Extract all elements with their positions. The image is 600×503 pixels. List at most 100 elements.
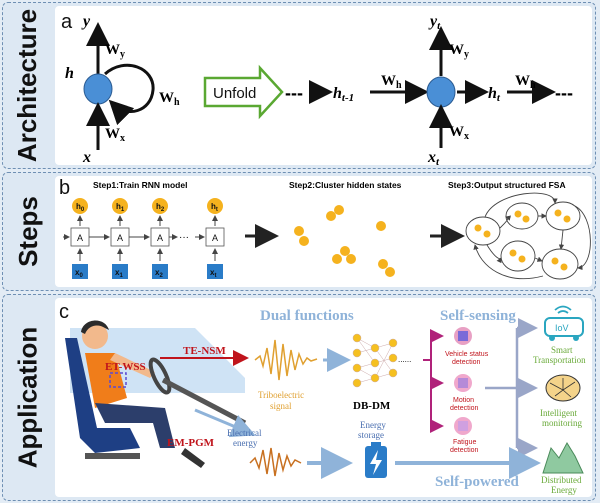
fsa-dot bbox=[514, 210, 522, 218]
network-node bbox=[370, 358, 380, 368]
cluster-dot bbox=[376, 221, 386, 231]
hidden-state-node bbox=[207, 198, 223, 214]
intelligent-label-2: monitoring bbox=[542, 418, 582, 428]
application-links bbox=[485, 318, 538, 458]
car-seat bbox=[65, 338, 140, 453]
fsa-dots bbox=[474, 209, 571, 271]
panel-c-letter: c bbox=[59, 301, 69, 323]
recurrent-loop bbox=[103, 63, 155, 126]
cluster-dot bbox=[299, 236, 309, 246]
hidden-state-label: h1 bbox=[116, 202, 125, 213]
unfold-label: Unfold bbox=[213, 85, 256, 102]
seat-rail bbox=[85, 453, 140, 459]
right-wx-label: Wx bbox=[449, 124, 469, 142]
steps-content: b Step1:Train RNN model Step2:Cluster hi… bbox=[55, 176, 592, 287]
db-dm-network bbox=[352, 333, 398, 388]
driver-legs bbox=[95, 403, 175, 448]
iov-wheel bbox=[549, 335, 555, 341]
em-pgm-label: EM-PGM bbox=[167, 437, 215, 449]
step3-label: Step3:Output structured FSA bbox=[448, 180, 566, 190]
iov-car-icon bbox=[544, 317, 584, 337]
electrical-label-1: Electrical bbox=[227, 428, 262, 438]
network-node bbox=[370, 373, 380, 383]
h-label: h bbox=[65, 65, 74, 82]
smart-transport-label-2: Transportation bbox=[533, 355, 586, 365]
architecture-content: a y Wy h Wh Wx x Unfold --- ht-1 Wh yt W… bbox=[55, 6, 592, 165]
step2-label: Step2:Cluster hidden states bbox=[289, 180, 402, 190]
x-label: x bbox=[82, 149, 91, 165]
fsa-dot bbox=[560, 263, 568, 271]
fsa-dot bbox=[483, 230, 491, 238]
fatigue-label-1: Fatigue bbox=[453, 439, 476, 446]
input-label: x1 bbox=[115, 268, 123, 279]
et-wss-label: ET-WSS bbox=[105, 361, 146, 373]
input-node bbox=[207, 264, 223, 279]
wx-label: Wx bbox=[105, 126, 125, 144]
hidden-state-node bbox=[72, 198, 88, 214]
cluster-dot bbox=[378, 259, 388, 269]
network-node bbox=[352, 378, 362, 388]
hidden-state-label: h0 bbox=[76, 202, 85, 213]
application-content: c ET-WSS TE-NSM EM-PGM Dual functions bbox=[55, 298, 592, 497]
vehicle-status-label-2: detection bbox=[452, 359, 481, 366]
rnn-cell-label: A bbox=[117, 233, 123, 243]
fsa-state bbox=[505, 202, 539, 230]
wifi-icon bbox=[554, 305, 572, 314]
hidden-state-label: h2 bbox=[156, 202, 165, 213]
fatigue-label-2: detection bbox=[450, 447, 479, 454]
network-dots: ...... bbox=[398, 355, 411, 364]
architecture-panel: Architecture a y Wy h Wh Wx x Unfold ---… bbox=[2, 2, 596, 169]
input-label: x2 bbox=[155, 268, 163, 279]
electrical-label-2: energy bbox=[233, 438, 258, 448]
iov-wheel bbox=[573, 335, 579, 341]
distributed-label-1: Distributed bbox=[541, 475, 582, 485]
intelligent-label-1: Intelligent bbox=[540, 408, 577, 418]
left-dashes: --- bbox=[285, 83, 303, 103]
self-powered-title: Self-powered bbox=[435, 474, 520, 490]
fsa-state bbox=[541, 248, 579, 280]
application-panel: Application c ET-W bbox=[2, 294, 596, 501]
vehicle-status-icon-core bbox=[458, 331, 468, 341]
em-pgm-arrow bbox=[194, 408, 256, 438]
ht-label: ht bbox=[488, 85, 501, 104]
steps-diagram: b Step1:Train RNN model Step2:Cluster hi… bbox=[59, 177, 591, 280]
panel-b-letter: b bbox=[59, 177, 70, 199]
right-wh-label: Wh bbox=[381, 73, 402, 91]
network-node bbox=[352, 333, 362, 343]
fsa-state bbox=[465, 216, 501, 246]
application-diagram: c ET-WSS TE-NSM EM-PGM Dual functions bbox=[59, 301, 586, 495]
cluster-dot bbox=[340, 246, 350, 256]
battery-cap bbox=[371, 442, 381, 446]
dual-functions-title: Dual functions bbox=[260, 308, 354, 324]
cluster-dots bbox=[294, 205, 395, 277]
pedal bbox=[181, 448, 205, 468]
lightning-icon bbox=[370, 450, 382, 475]
panel-a-letter: a bbox=[61, 11, 73, 33]
electrical-waveform bbox=[249, 447, 302, 477]
unfold-arrow bbox=[203, 64, 284, 120]
brain-network-lines bbox=[549, 378, 576, 398]
triboelectric-label-1: Triboelectric bbox=[258, 390, 304, 400]
hidden-state-label: ht bbox=[211, 202, 218, 213]
network-node bbox=[388, 338, 398, 348]
network-node bbox=[388, 368, 398, 378]
step1-label: Step1:Train RNN model bbox=[93, 180, 187, 190]
fsa-state bbox=[500, 240, 536, 272]
motion-icon-core bbox=[458, 378, 468, 388]
network-node bbox=[370, 343, 380, 353]
steering-wheel bbox=[148, 357, 172, 395]
driver-hair bbox=[81, 320, 109, 334]
motion-label-1: Motion bbox=[453, 397, 474, 404]
input-node bbox=[152, 264, 168, 279]
sensing-bracket bbox=[423, 329, 444, 433]
sensor-box bbox=[109, 372, 127, 388]
db-dm-label: DB-DM bbox=[353, 400, 391, 412]
self-sensing-title: Self-sensing bbox=[440, 308, 516, 324]
distributed-label-2: Energy bbox=[551, 485, 577, 495]
chain-ellipsis: ··· bbox=[179, 232, 189, 243]
hidden-state-node bbox=[112, 198, 128, 214]
te-nsm-label: TE-NSM bbox=[183, 345, 226, 357]
wh-label: Wh bbox=[159, 90, 180, 108]
input-node bbox=[72, 264, 88, 279]
